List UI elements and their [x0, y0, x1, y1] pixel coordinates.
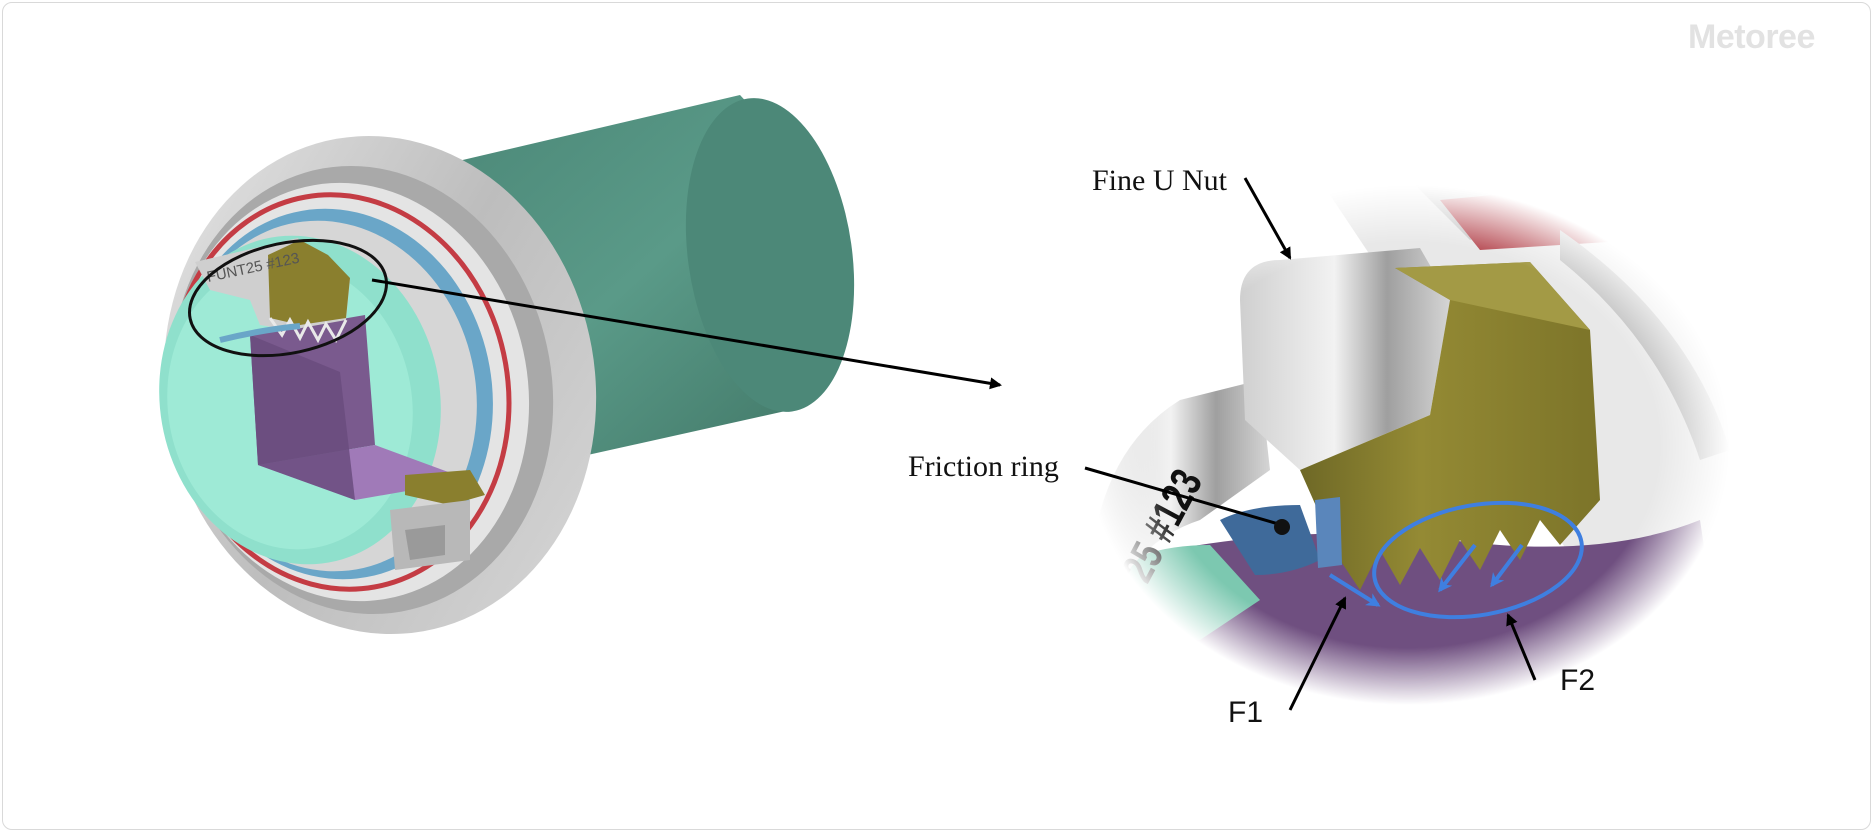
callout-circle: [188, 238, 388, 358]
force-arrow-f2-b: [1490, 543, 1524, 588]
zoom-detail-view: FUNT25 #123: [1072, 177, 1730, 720]
force-arrow-f1: [1328, 573, 1381, 607]
bearing-assembly-illustration: FUNT25 #123: [159, 95, 855, 635]
fine-u-nut-leader: [1243, 177, 1292, 260]
friction-ring-leader: [1084, 466, 1283, 527]
force-zone-ellipse: [1372, 500, 1584, 620]
label-f1: F1: [1228, 696, 1263, 729]
f2-leader: [1506, 613, 1537, 681]
f1-leader: [1288, 596, 1347, 711]
force-arrow-f2-a: [1438, 543, 1477, 593]
thread-detail: [219, 323, 301, 343]
nut-bottom-detail: [390, 470, 485, 570]
label-f2: F2: [1560, 664, 1595, 697]
zoom-pointer-arrow: [371, 278, 1002, 390]
label-fine-u-nut: Fine U Nut: [1092, 164, 1228, 197]
brand-watermark: Metoree: [1688, 18, 1815, 56]
label-friction-ring: Friction ring: [908, 450, 1059, 483]
friction-ring-dot: [1274, 519, 1290, 535]
